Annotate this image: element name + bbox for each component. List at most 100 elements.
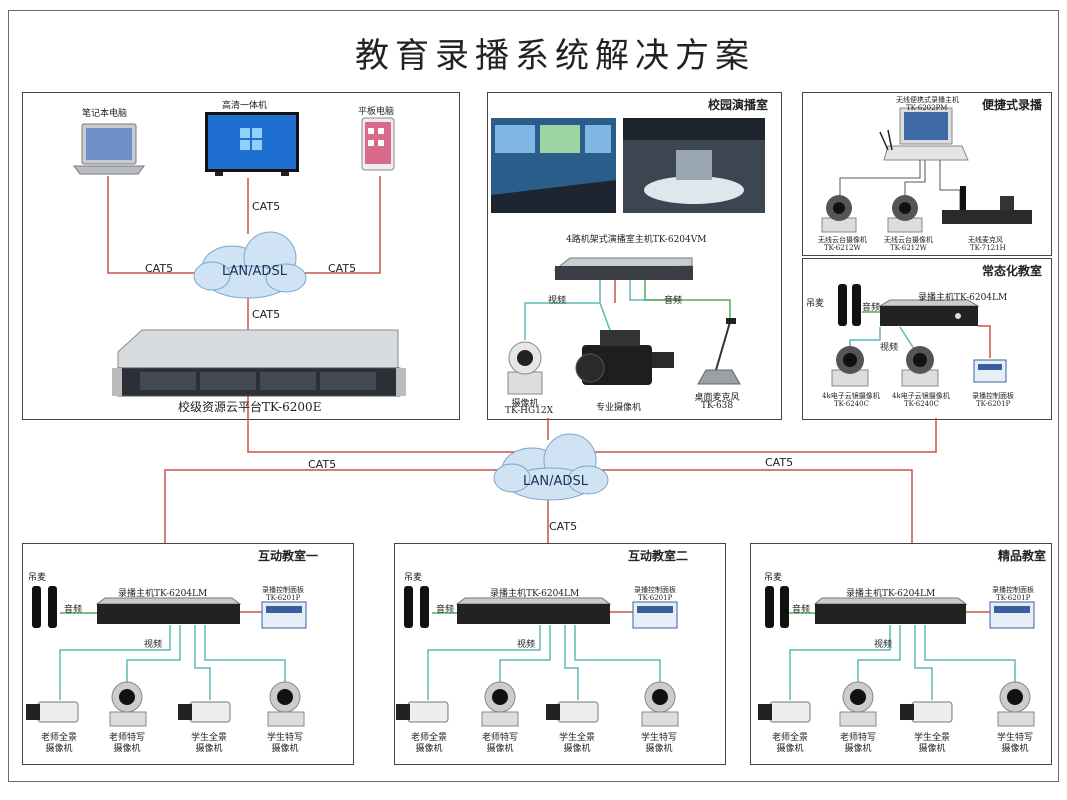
label-normal-4k-1-model: TK-6240C <box>834 400 869 408</box>
label-wireless-mic-model: TK-7121H <box>970 244 1006 252</box>
label-class2-panel: 录播控制面板 <box>634 586 676 594</box>
portable-ptz-camera-1 <box>821 195 857 233</box>
label-studio-camera: 摄像机 <box>511 399 539 409</box>
label-class1-student-close: 学生特写 <box>266 733 303 743</box>
label-class2-video: 视频 <box>517 640 536 650</box>
portable-title: 便捷式录播 <box>982 98 1043 112</box>
studio-photo-control <box>491 118 616 213</box>
label-lan-top: LAN/ADSL <box>222 264 287 279</box>
studio-photo-room <box>623 118 765 213</box>
label-class2-student-full-cam: 摄像机 <box>563 744 591 754</box>
studio-pro-camera <box>575 330 674 385</box>
panel-quality-classroom <box>750 543 1052 765</box>
label-class1-panel: 录播控制面板 <box>262 586 304 594</box>
label-class2-host: 录播主机TK-6204LM <box>490 589 580 599</box>
label-cat5-top: CAT5 <box>252 200 281 213</box>
label-class1-video: 视频 <box>144 640 163 650</box>
class2-devices <box>396 586 679 727</box>
label-normal-audio: 音频 <box>862 303 881 313</box>
label-portable-ptz-2: 无线云台摄像机 <box>884 236 933 244</box>
label-quality-teacher-close: 老师特写 <box>839 733 876 743</box>
label-cat5-left: CAT5 <box>145 262 174 275</box>
label-cat5-backbone-bottom: CAT5 <box>549 520 578 533</box>
normal-recording-host <box>878 299 980 326</box>
label-normal-4k-2-model: TK-6240C <box>904 400 939 408</box>
studio-title: 校园演播室 <box>708 98 769 112</box>
label-lan-center: LAN/ADSL <box>523 474 588 489</box>
label-portable-host-model: TK-6202PM <box>906 104 948 112</box>
portable-host-device <box>879 107 969 161</box>
panel-interactive-classroom-2 <box>394 543 726 765</box>
label-class1-audio: 音频 <box>64 605 83 615</box>
normal-title: 常态化教室 <box>982 264 1043 278</box>
studio-host-device <box>553 257 693 280</box>
label-aio: 高清一体机 <box>222 101 268 111</box>
label-quality-host: 录播主机TK-6204LM <box>846 589 936 599</box>
label-desk-mic: 桌面麦克风 <box>694 393 740 403</box>
quality-title: 精品教室 <box>998 549 1047 563</box>
label-class1-teacher-close-cam: 摄像机 <box>113 744 141 754</box>
label-class2-student-close: 学生特写 <box>640 733 677 743</box>
label-normal-panel-model: TK-6201P <box>976 400 1011 408</box>
label-studio-audio: 音频 <box>664 296 683 306</box>
label-class1-teacher-full: 老师全景 <box>40 733 77 743</box>
label-class2-hanging-mic: 吊麦 <box>404 573 423 583</box>
label-quality-student-close-cam: 摄像机 <box>1001 744 1029 754</box>
label-normal-4k-2: 4k电子云镜摄像机 <box>892 392 950 400</box>
label-quality-teacher-close-cam: 摄像机 <box>844 744 872 754</box>
label-wireless-mic: 无线麦克风 <box>968 236 1003 244</box>
label-quality-hanging-mic: 吊麦 <box>764 573 783 583</box>
label-class1-teacher-close: 老师特写 <box>108 733 145 743</box>
studio-ptz-camera <box>507 341 543 395</box>
portable-ptz-camera-2 <box>887 195 923 233</box>
label-portable-ptz-1: 无线云台摄像机 <box>818 236 867 244</box>
label-studio-video: 视频 <box>548 296 567 306</box>
diagram-title: 教育录播系统解决方案 <box>355 36 755 76</box>
normal-control-panel <box>973 359 1007 383</box>
label-class1-student-full: 学生全景 <box>190 733 227 743</box>
label-class2-student-full: 学生全景 <box>558 733 595 743</box>
label-cat5-backbone-right: CAT5 <box>765 456 794 469</box>
label-quality-teacher-full: 老师全景 <box>771 733 808 743</box>
aio-device <box>205 112 299 176</box>
label-normal-panel: 录播控制面板 <box>972 392 1014 400</box>
label-quality-student-full: 学生全景 <box>913 733 950 743</box>
label-portable-host: 无线便携式录播主机 <box>896 96 959 104</box>
label-cat5-right: CAT5 <box>328 262 357 275</box>
cat5-lines <box>107 176 1011 626</box>
label-pro-camera: 专业摄像机 <box>596 403 642 413</box>
normal-4k-camera-1 <box>831 346 869 387</box>
label-quality-panel: 录播控制面板 <box>992 586 1034 594</box>
label-normal-host: 录播主机TK-6204LM <box>918 293 1008 303</box>
label-normal-video: 视频 <box>880 343 899 353</box>
label-laptop: 笔记本电脑 <box>82 109 128 119</box>
label-portable-ptz-2-model: TK-6212W <box>890 244 927 252</box>
label-class1-host: 录播主机TK-6204LM <box>118 589 208 599</box>
label-studio-host: 4路机架式演播室主机TK-6204VM <box>566 235 707 245</box>
laptop-device <box>73 123 145 175</box>
panel-interactive-classroom-1 <box>22 543 354 765</box>
label-studio-camera-model: TK-HG12X <box>505 406 554 416</box>
label-class1-student-full-cam: 摄像机 <box>195 744 223 754</box>
label-class2-teacher-full-cam: 摄像机 <box>415 744 443 754</box>
label-portable-ptz-1-model: TK-6212W <box>824 244 861 252</box>
label-quality-student-close: 学生特写 <box>996 733 1033 743</box>
label-quality-audio: 音频 <box>792 605 811 615</box>
label-quality-student-full-cam: 摄像机 <box>918 744 946 754</box>
label-quality-teacher-full-cam: 摄像机 <box>776 744 804 754</box>
label-quality-panel-model: TK-6201P <box>996 594 1031 602</box>
label-desk-mic-model: TK-638 <box>700 401 734 411</box>
label-class2-teacher-close: 老师特写 <box>481 733 518 743</box>
class2-title: 互动教室二 <box>628 549 689 563</box>
label-class1-hanging-mic: 吊麦 <box>28 573 47 583</box>
label-class1-student-close-cam: 摄像机 <box>271 744 299 754</box>
cloud-center <box>493 433 609 501</box>
cloud-top <box>193 231 307 299</box>
label-class2-teacher-full: 老师全景 <box>410 733 447 743</box>
normal-4k-camera-2 <box>901 346 939 387</box>
label-class1-teacher-full-cam: 摄像机 <box>45 744 73 754</box>
tablet-device <box>361 117 395 171</box>
cloud-server-device <box>112 329 406 397</box>
